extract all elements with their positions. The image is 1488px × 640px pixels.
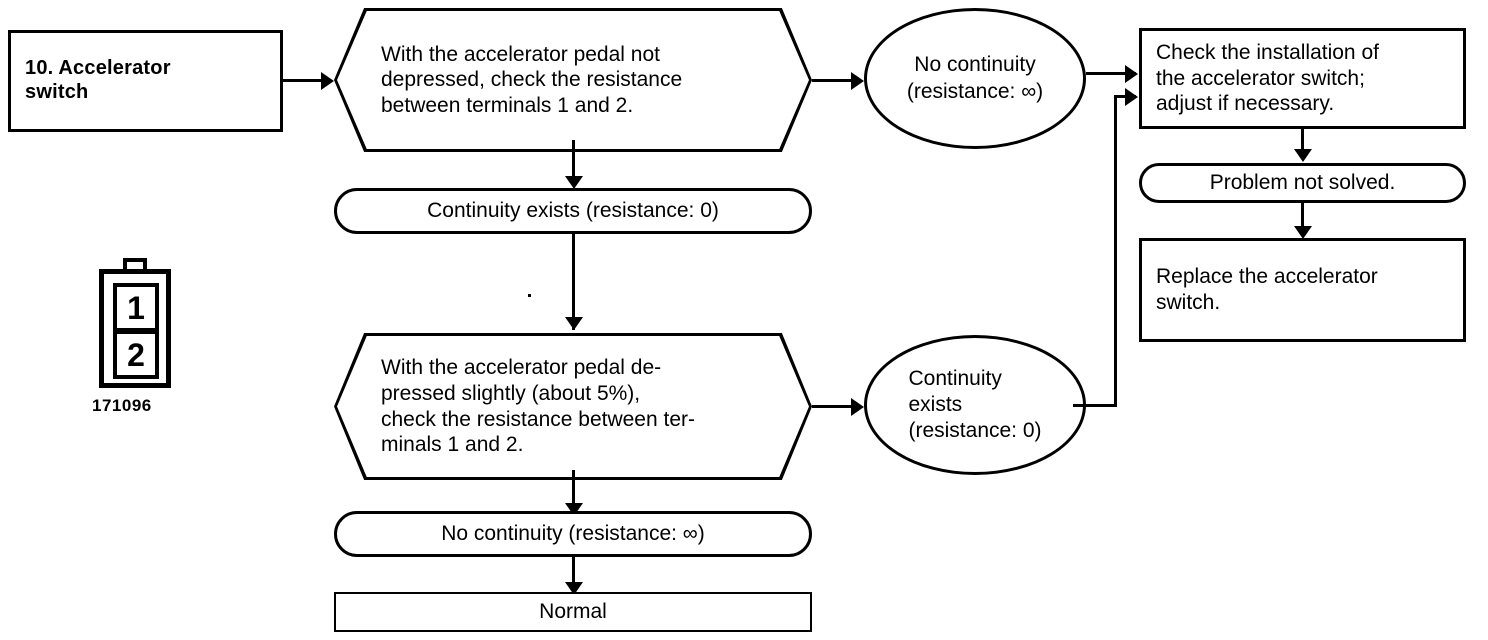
connector-test2-to-continuity-oval	[812, 405, 860, 408]
test2-continuity-label: Continuity exists (resistance: 0)	[908, 366, 1042, 443]
test2-hexagon: With the accelerator pedal de- pressed s…	[334, 333, 812, 480]
part-number-label: 171096	[92, 396, 152, 415]
terminal-1-cell: 1	[113, 283, 159, 332]
arrowhead-test1-to-continuity	[565, 176, 583, 189]
test2-continuity-oval: Continuity exists (resistance: 0)	[864, 335, 1086, 475]
connector-continuity-oval-right-stub	[1073, 404, 1117, 407]
test1-label: With the accelerator pedal not depressed…	[381, 42, 683, 117]
test1-hexagon: With the accelerator pedal not depressed…	[334, 8, 812, 152]
connector-no-continuity-to-check-install	[1086, 72, 1136, 75]
check-installation-box: Check the installation of the accelerato…	[1139, 28, 1466, 129]
arrowhead-no-continuity-to-check-install	[1125, 65, 1138, 83]
arrowhead-problem-to-replace	[1294, 226, 1312, 239]
replace-switch-label: Replace the accelerator switch.	[1156, 265, 1378, 314]
connector-check-install-to-problem	[1301, 129, 1304, 153]
normal-box: Normal	[334, 592, 812, 632]
connector-test2-to-no-continuity	[572, 470, 575, 512]
check-installation-label: Check the installation of the accelerato…	[1156, 41, 1379, 116]
test1-continuity-label: Continuity exists (resistance: 0)	[427, 199, 719, 223]
test1-no-continuity-oval: No continuity (resistance: ∞)	[864, 8, 1086, 149]
connector-illustration: 1 2	[99, 258, 171, 388]
normal-label: Normal	[539, 600, 607, 623]
connector-no-continuity-to-normal	[572, 557, 575, 587]
connector-test1-to-continuity	[572, 140, 575, 185]
problem-not-solved-label: Problem not solved.	[1209, 171, 1396, 195]
step-title-label: 10. Accelerator switch	[25, 57, 171, 103]
test2-no-continuity-pill: No continuity (resistance: ∞)	[334, 511, 812, 557]
test2-label: With the accelerator pedal de- pressed s…	[381, 356, 695, 457]
test2-no-continuity-label: No continuity (resistance: ∞)	[441, 522, 705, 546]
problem-not-solved-pill: Problem not solved.	[1139, 163, 1466, 203]
connector-continuity-oval-vertical	[1114, 95, 1117, 407]
arrowhead-check-install-to-problem	[1294, 149, 1312, 162]
arrowhead-test1-to-no-continuity	[851, 72, 864, 90]
connector-problem-to-replace	[1301, 203, 1304, 229]
test1-continuity-pill: Continuity exists (resistance: 0)	[334, 188, 812, 234]
connector-body-icon: 1 2	[99, 269, 171, 388]
arrowhead-no-continuity-to-normal	[565, 582, 583, 595]
connector-title-to-test1	[283, 79, 323, 82]
scan-speck	[528, 294, 531, 297]
terminal-2-cell: 2	[113, 330, 159, 379]
arrowhead-continuity-oval-to-check-install	[1125, 88, 1138, 106]
step-title-box: 10. Accelerator switch	[8, 30, 283, 132]
connector-continuity-to-test2	[572, 234, 575, 330]
arrowhead-title-to-test1	[321, 72, 334, 90]
arrowhead-continuity-to-test2	[565, 317, 583, 330]
test1-no-continuity-label: No continuity (resistance: ∞)	[906, 53, 1044, 103]
connector-test1-to-no-continuity	[812, 79, 860, 82]
replace-switch-box: Replace the accelerator switch.	[1139, 238, 1466, 342]
arrowhead-test2-to-continuity-oval	[851, 398, 864, 416]
connector-tab-icon	[123, 258, 147, 271]
